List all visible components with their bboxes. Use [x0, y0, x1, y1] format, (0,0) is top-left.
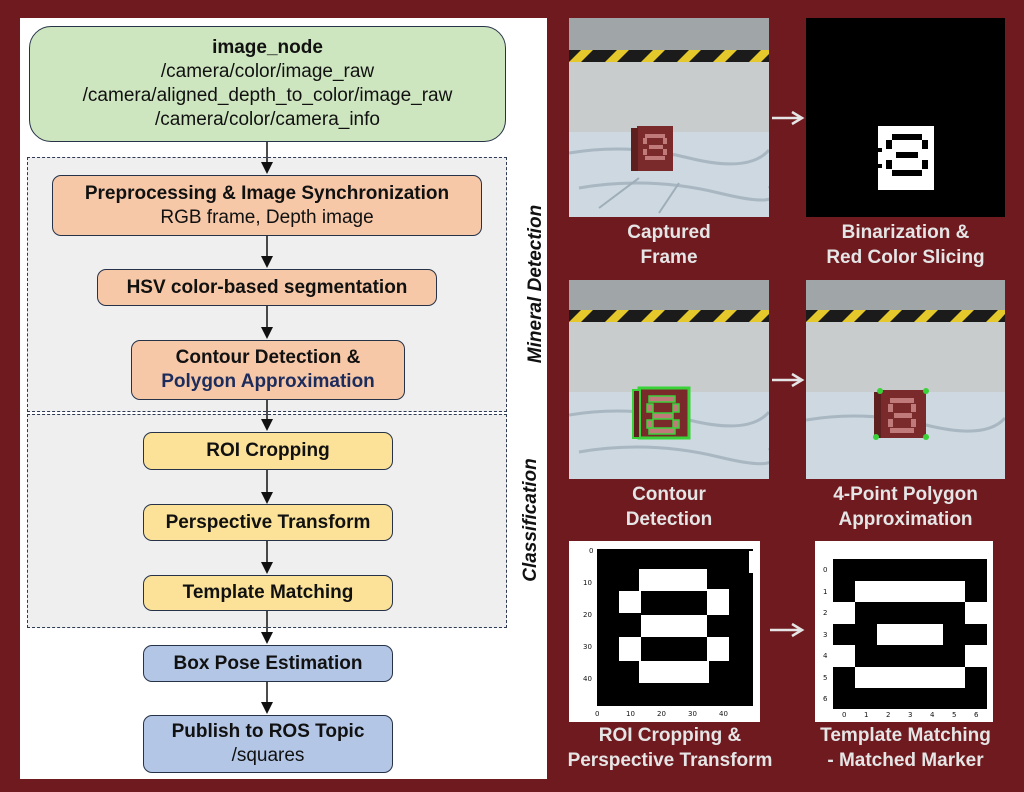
hsv-title: HSV color-based segmentation — [126, 276, 408, 298]
polygon-caption-line1: 4-Point Polygon — [833, 484, 978, 505]
roi-y-tick-0: 0 — [589, 547, 593, 555]
topic-color-raw: /camera/color/image_raw — [160, 61, 375, 82]
preprocessing-sub: RGB frame, Depth image — [160, 206, 374, 228]
topic-camera-info: /camera/color/camera_info — [155, 109, 380, 130]
template-box: Template Matching — [143, 575, 393, 611]
contour-detection-image — [569, 280, 769, 479]
roi-title: ROI Cropping — [206, 440, 330, 461]
template-x-tick-6: 6 — [974, 711, 979, 719]
template-y-tick-6: 6 — [823, 695, 828, 703]
contour-caption: Contour Detection — [569, 482, 769, 532]
perspective-box: Perspective Transform — [143, 504, 393, 541]
binarization-caption-line2: Red Color Slicing — [826, 247, 985, 268]
binarization-image — [806, 18, 1005, 217]
publish-title: Publish to ROS Topic — [171, 721, 365, 742]
template-x-tick-3: 3 — [908, 711, 912, 719]
roi-y-tick-3: 30 — [583, 643, 592, 651]
template-match-plot: 0 1 2 3 4 5 6 0 1 2 3 4 5 6 — [815, 541, 993, 722]
roi-x-tick-3: 30 — [688, 710, 697, 718]
template-x-tick-0: 0 — [842, 711, 846, 719]
binarization-caption-line1: Binarization & — [841, 222, 970, 243]
template-y-tick-2: 2 — [823, 609, 827, 617]
template-y-tick-4: 4 — [823, 652, 828, 660]
preprocessing-box: Preprocessing & Image Synchronization RG… — [52, 175, 482, 236]
pose-box: Box Pose Estimation — [143, 645, 393, 682]
contour-box: Contour Detection & Polygon Approximatio… — [131, 340, 405, 400]
roi-x-tick-2: 20 — [657, 710, 666, 718]
publish-sub: /squares — [231, 745, 305, 766]
template-y-tick-3: 3 — [823, 631, 827, 639]
template-title: Template Matching — [182, 582, 354, 603]
template-y-tick-5: 5 — [823, 674, 827, 682]
roi-crop-plot: 0 10 20 30 40 0 10 20 30 40 — [569, 541, 760, 722]
roi-y-tick-4: 40 — [583, 675, 592, 683]
roi-caption-line1: ROI Cropping & — [598, 725, 742, 746]
image-node-title: image_node — [212, 37, 323, 58]
publish-box: Publish to ROS Topic /squares — [143, 715, 393, 773]
arrow-right-icon — [772, 110, 805, 126]
polygon-caption-line2: Approximation — [838, 509, 973, 530]
matched-caption: Template Matching - Matched Marker — [800, 723, 1011, 773]
contour-caption-line1: Contour — [632, 484, 706, 505]
perspective-title: Perspective Transform — [165, 511, 371, 533]
roi-y-tick-2: 20 — [583, 611, 592, 619]
template-x-tick-2: 2 — [886, 711, 890, 719]
matched-caption-line2: - Matched Marker — [827, 750, 984, 771]
contour-title: Contour Detection & — [175, 347, 361, 368]
captured-caption-line2: Frame — [640, 247, 698, 268]
mineral-detection-label: Mineral Detection — [525, 204, 546, 364]
roi-x-tick-4: 40 — [719, 710, 728, 718]
roi-y-tick-1: 10 — [583, 579, 592, 587]
contour-caption-line2: Detection — [625, 509, 713, 530]
hsv-box: HSV color-based segmentation — [97, 269, 437, 306]
preprocessing-title: Preprocessing & Image Synchronization — [84, 182, 450, 204]
template-x-tick-1: 1 — [864, 711, 868, 719]
roi-x-tick-1: 10 — [626, 710, 635, 718]
template-x-tick-5: 5 — [952, 711, 956, 719]
binarization-caption: Binarization & Red Color Slicing — [806, 220, 1005, 270]
roi-box: ROI Cropping — [143, 432, 393, 470]
captured-frame-image — [569, 18, 769, 217]
classification-label: Classification — [520, 458, 541, 582]
template-y-tick-1: 1 — [823, 588, 827, 596]
arrow-right-icon — [770, 622, 805, 638]
topic-depth-raw: /camera/aligned_depth_to_color/image_raw — [82, 85, 453, 106]
captured-frame-caption: Captured Frame — [569, 220, 769, 270]
polygon-caption: 4-Point Polygon Approximation — [806, 482, 1005, 532]
template-y-tick-0: 0 — [823, 566, 827, 574]
template-x-tick-4: 4 — [930, 711, 935, 719]
pose-title: Box Pose Estimation — [173, 652, 363, 674]
roi-caption-line2: Perspective Transform — [567, 750, 773, 771]
contour-sub: Polygon Approximation — [161, 371, 375, 392]
matched-caption-line1: Template Matching — [820, 725, 991, 746]
arrow-right-icon — [772, 372, 805, 388]
image-node-box: image_node /camera/color/image_raw /came… — [29, 26, 506, 142]
polygon-approximation-image — [806, 280, 1005, 479]
roi-x-tick-0: 0 — [595, 710, 599, 718]
roi-caption: ROI Cropping & Perspective Transform — [560, 723, 780, 773]
captured-caption-line1: Captured — [627, 222, 711, 243]
